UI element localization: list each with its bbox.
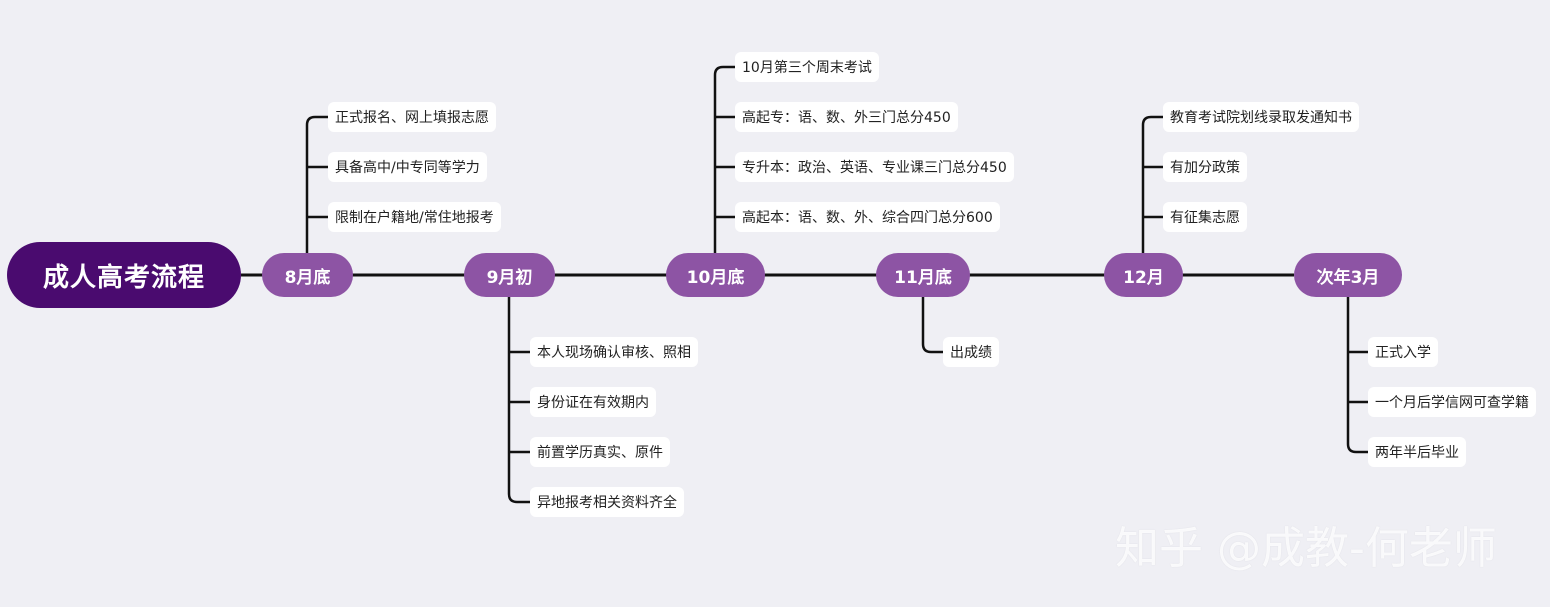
stage-node-oct-end: 10月底 [666,253,765,297]
leaf-dec-1: 教育考试院划线录取发通知书 [1163,102,1359,132]
stage-node-next-march: 次年3月 [1294,253,1402,297]
branch-4-twig-0 [1141,115,1163,126]
branch-1-twig-3 [507,493,530,504]
leaf-dec-3: 有征集志愿 [1163,202,1247,232]
branch-5-twig-2 [1346,443,1368,454]
leaf-sep-4: 异地报考相关资料齐全 [530,487,684,517]
leaf-mar-3: 两年半后毕业 [1368,437,1466,467]
leaf-aug-1: 正式报名、网上填报志愿 [328,102,496,132]
leaf-nov-1: 出成绩 [943,337,999,367]
branch-0-twig-0 [305,115,328,126]
leaf-oct-4: 高起本：语、数、外、综合四门总分600 [735,202,1000,232]
leaf-sep-2: 身份证在有效期内 [530,387,656,417]
branch-2-twig-0 [713,65,735,76]
leaf-oct-2: 高起专：语、数、外三门总分450 [735,102,958,132]
stage-node-dec: 12月 [1104,253,1183,297]
leaf-oct-1: 10月第三个周末考试 [735,52,879,82]
stage-node-sep-start: 9月初 [464,253,555,297]
watermark-text: 知乎 @成教-何老师 [1115,523,1497,574]
stage-node-aug-end: 8月底 [262,253,353,297]
branch-3-twig-0 [921,343,943,354]
leaf-sep-3: 前置学历真实、原件 [530,437,670,467]
leaf-aug-3: 限制在户籍地/常住地报考 [328,202,501,232]
leaf-mar-1: 正式入学 [1368,337,1438,367]
leaf-sep-1: 本人现场确认审核、照相 [530,337,698,367]
leaf-oct-3: 专升本：政治、英语、专业课三门总分450 [735,152,1014,182]
leaf-dec-2: 有加分政策 [1163,152,1247,182]
leaf-aug-2: 具备高中/中专同等学力 [328,152,487,182]
stage-node-nov-end: 11月底 [876,253,970,297]
root-node: 成人高考流程 [7,242,241,308]
leaf-mar-2: 一个月后学信网可查学籍 [1368,387,1536,417]
